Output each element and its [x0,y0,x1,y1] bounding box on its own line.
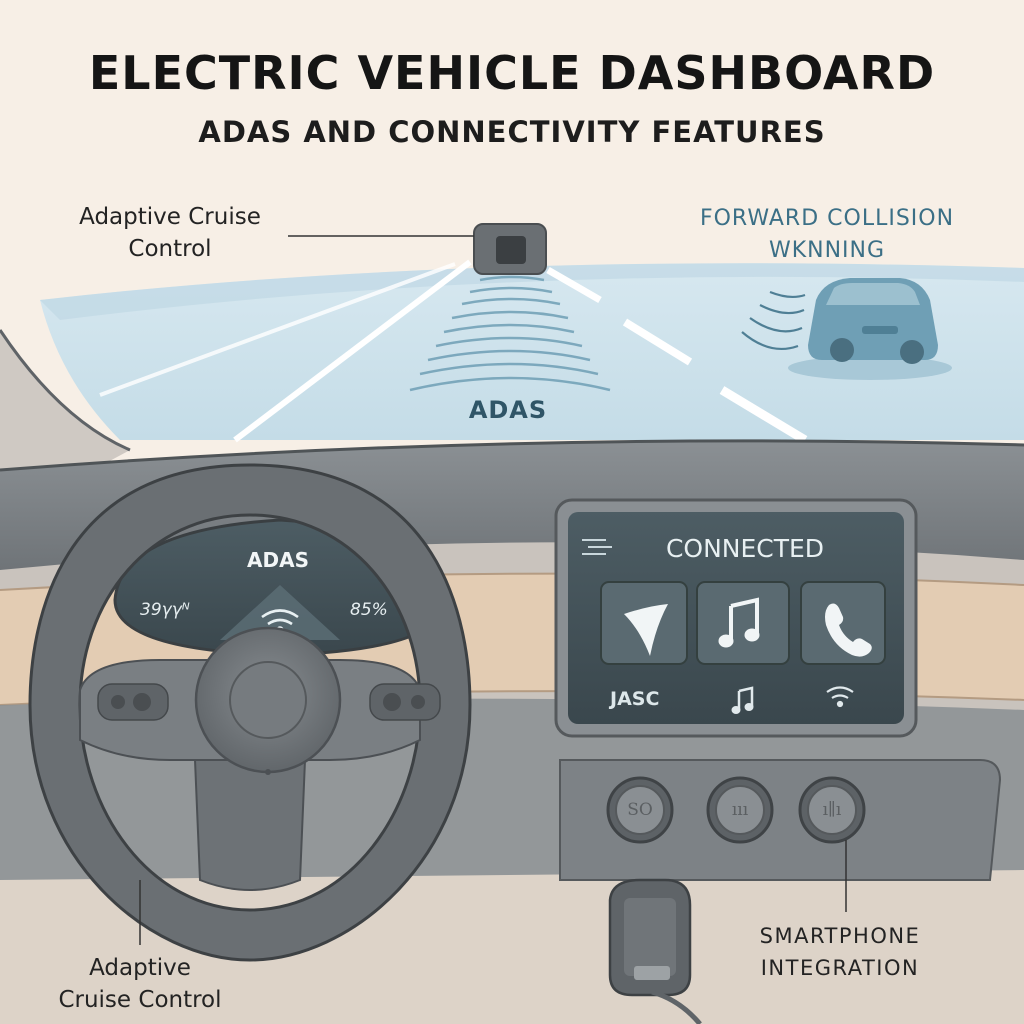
bottom-music-icon[interactable] [731,686,754,714]
callout-line-2: Control [128,236,212,262]
adas-camera-icon [473,223,547,275]
knob-1[interactable] [606,776,674,844]
callout-line-1: FORWARD COLLISION [699,206,955,231]
page-subtitle: ADAS AND CONNECTIVITY FEATURES [198,115,826,149]
callout-line-2: WKNNING [768,238,886,263]
music-note-icon [718,597,760,648]
cluster-left-readout: 39γγᴺ [140,600,190,620]
hamburger-menu-icon[interactable] [582,539,612,555]
hub-dot [265,769,271,775]
infotainment-screen [554,498,918,738]
screen-bottom-text: JASC [610,688,660,710]
lane-dash-1 [546,266,602,304]
wheel-rim [28,463,472,962]
knob-3-label: ı∥ı [822,800,842,820]
cluster-center-shape [220,585,340,640]
knob-2-label: ııı [731,800,749,820]
bottom-wifi-icon[interactable] [826,686,854,708]
tile-navigation[interactable] [600,581,688,665]
callout-smartphone-integration: SMARTPHONE INTEGRATION [735,920,945,984]
road-adas-label: ADAS [468,396,548,424]
callout-forward-collision: FORWARD COLLISION WKNNING [672,203,982,267]
callout-adaptive-cruise-top: Adaptive Cruise Control [60,201,280,265]
phone-icon [825,603,872,657]
knob-3[interactable] [798,776,866,844]
phone-plug [634,966,670,980]
knob-2[interactable] [706,776,774,844]
vehicle-ahead-icon [788,278,952,380]
callout-line-2: Cruise Control [58,987,222,1013]
page-title: ELECTRIC VEHICLE DASHBOARD [88,46,936,100]
windshield-view [40,223,1024,444]
lane-line-left [233,259,472,443]
knob-1-label: SO [627,800,653,820]
callout-line-1: Adaptive [89,955,191,981]
console-outline [559,759,1002,881]
wheel-lower-spoke [193,759,307,891]
tile-phone[interactable] [800,581,886,665]
lane-line-far-left [99,262,456,397]
charging-cable [651,989,702,1024]
wheel-buttons-left[interactable] [97,683,169,721]
tile-music[interactable] [696,581,790,665]
phone-screen [624,898,676,976]
dash-edge [0,439,1024,472]
lane-dash-2 [622,318,693,366]
cluster-title: ADAS [247,548,309,572]
phone-dock [608,878,702,1024]
radar-waves [409,275,611,392]
a-pillar-edge [0,329,131,452]
cluster-right-readout: 85% [350,600,388,620]
screen-title: CONNECTED [665,534,825,563]
lane-dash-3 [719,386,808,444]
steering-wheel [28,463,472,962]
climate-knobs [606,776,866,912]
hub-logo [229,661,307,739]
callout-line-1: Adaptive Cruise [79,204,261,230]
warning-motion-lines [741,290,806,350]
center-console [560,760,1000,880]
navigation-arrow-icon [624,604,668,656]
wheel-buttons-right[interactable] [369,683,441,721]
callout-line-2: INTEGRATION [760,956,920,980]
callout-line-1: SMARTPHONE [759,924,921,948]
callout-adaptive-cruise-bottom: Adaptive Cruise Control [40,952,240,1016]
